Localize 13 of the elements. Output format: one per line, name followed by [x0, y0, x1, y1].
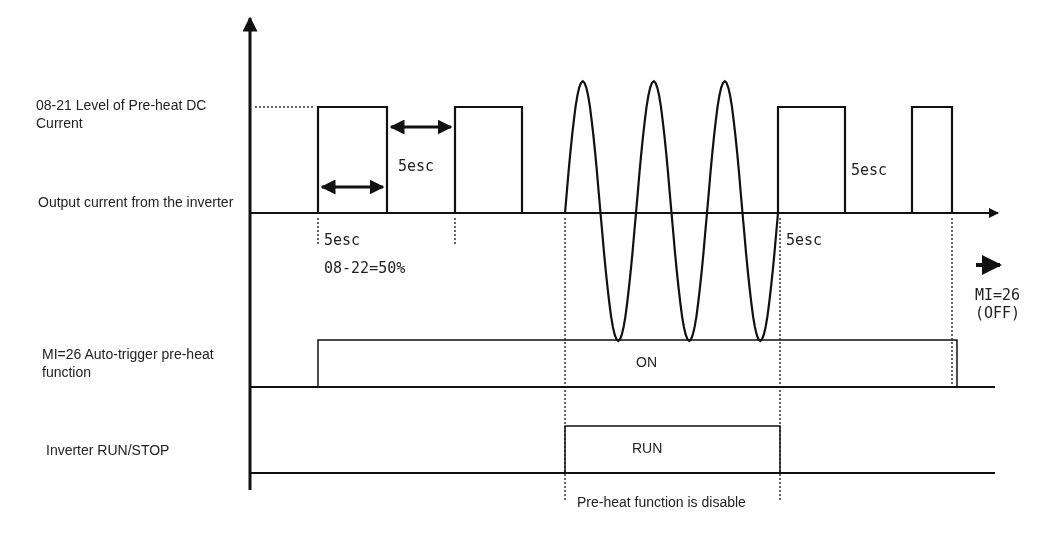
state-label: ON — [636, 353, 657, 371]
duration-label: 5esc — [324, 231, 361, 249]
duration-label: 5esc — [851, 161, 888, 179]
duration-label: 5esc — [786, 231, 823, 249]
axis-label: 08-21 Level of Pre-heat DC Current — [36, 96, 208, 132]
note: Pre-heat function is disable — [577, 493, 746, 511]
state-label: MI=26 (OFF) — [975, 286, 1022, 322]
duty-label: 08-22=50% — [324, 259, 406, 277]
axis-label: Output current from the inverter — [38, 193, 234, 211]
state-label: RUN — [632, 439, 663, 457]
duration-label: 5esc — [398, 157, 435, 175]
signal-label: Inverter RUN/STOP — [46, 441, 170, 459]
signal-label: MI=26 Auto-trigger pre-heat function — [42, 345, 215, 381]
